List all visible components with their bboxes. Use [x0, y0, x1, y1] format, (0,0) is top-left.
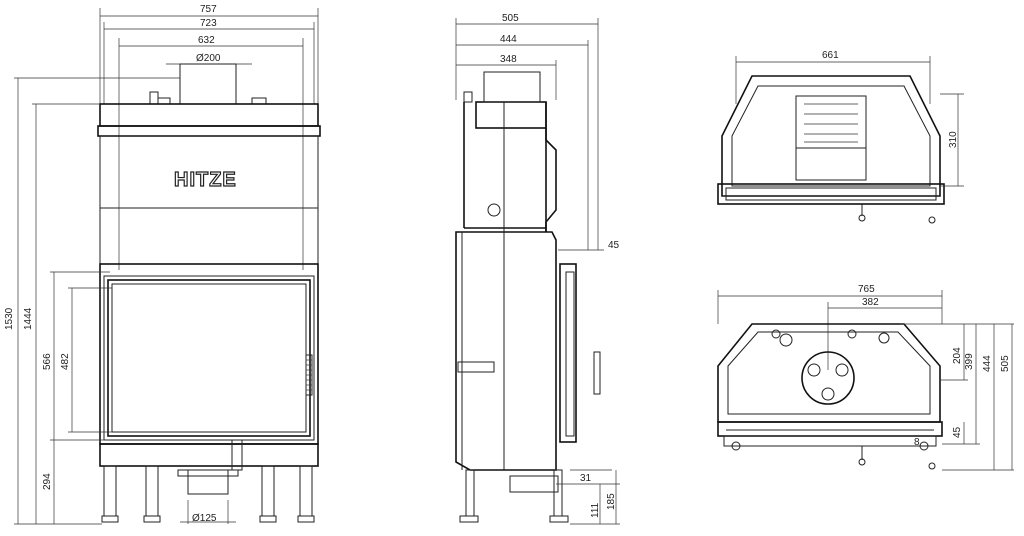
- flue-connection: [475, 101, 547, 129]
- dim-depth-348: 348: [500, 54, 517, 65]
- dim-section-444: 444: [982, 355, 993, 372]
- dim-width-632: 632: [198, 35, 215, 46]
- leg: [299, 465, 313, 517]
- section-outline: [717, 323, 941, 423]
- dim-offset-31: 31: [580, 473, 592, 484]
- dim-height-1530: 1530: [4, 307, 15, 330]
- dim-offset-111: 111: [590, 502, 601, 518]
- firebox-frame: [99, 263, 319, 445]
- outlet-plate: [801, 351, 855, 405]
- leg: [261, 465, 275, 517]
- dim-top-width: 661: [822, 50, 839, 61]
- section-view: 765 382 8 204 399 444 505: [717, 284, 1014, 471]
- leg: [145, 465, 159, 517]
- top-view: 661 310: [717, 50, 964, 224]
- dim-height-482: 482: [60, 353, 71, 370]
- air-inlet: [187, 469, 229, 495]
- glass-door: [107, 279, 311, 437]
- dim-section-399: 399: [964, 353, 975, 370]
- top-plate: [99, 103, 319, 127]
- brand-logo: HITZE: [174, 169, 237, 191]
- dim-section-505: 505: [1000, 355, 1011, 372]
- leg: [103, 465, 117, 517]
- dim-section-204: 204: [952, 347, 963, 364]
- dim-height-294: 294: [42, 473, 53, 490]
- dim-depth-505: 505: [502, 13, 519, 24]
- dim-leg-diameter: Ø125: [192, 513, 217, 524]
- dim-width-757: 757: [200, 4, 217, 15]
- dim-height-1444: 1444: [23, 307, 34, 330]
- dim-section-mini: 8: [914, 437, 920, 448]
- side-door: [559, 263, 577, 443]
- dim-height-566: 566: [42, 353, 53, 370]
- top-outline: [721, 75, 941, 197]
- dim-flue-diameter: Ø200: [196, 53, 221, 64]
- dim-depth-444: 444: [500, 34, 517, 45]
- dim-section-bottom: 45: [952, 426, 963, 438]
- side-view: 505 444 348 45 31: [455, 13, 620, 525]
- dim-top-depth: 310: [948, 131, 959, 148]
- dim-section-382: 382: [862, 297, 879, 308]
- dim-door-offset: 45: [608, 240, 620, 251]
- flue-collar: [179, 63, 237, 105]
- air-lever: [457, 361, 495, 373]
- dim-section-765: 765: [858, 284, 875, 295]
- dim-offset-185: 185: [606, 493, 617, 510]
- control-knob: [487, 203, 501, 217]
- dim-width-723: 723: [200, 18, 217, 29]
- front-view: 757 723 632 Ø200 HITZE: [4, 4, 321, 525]
